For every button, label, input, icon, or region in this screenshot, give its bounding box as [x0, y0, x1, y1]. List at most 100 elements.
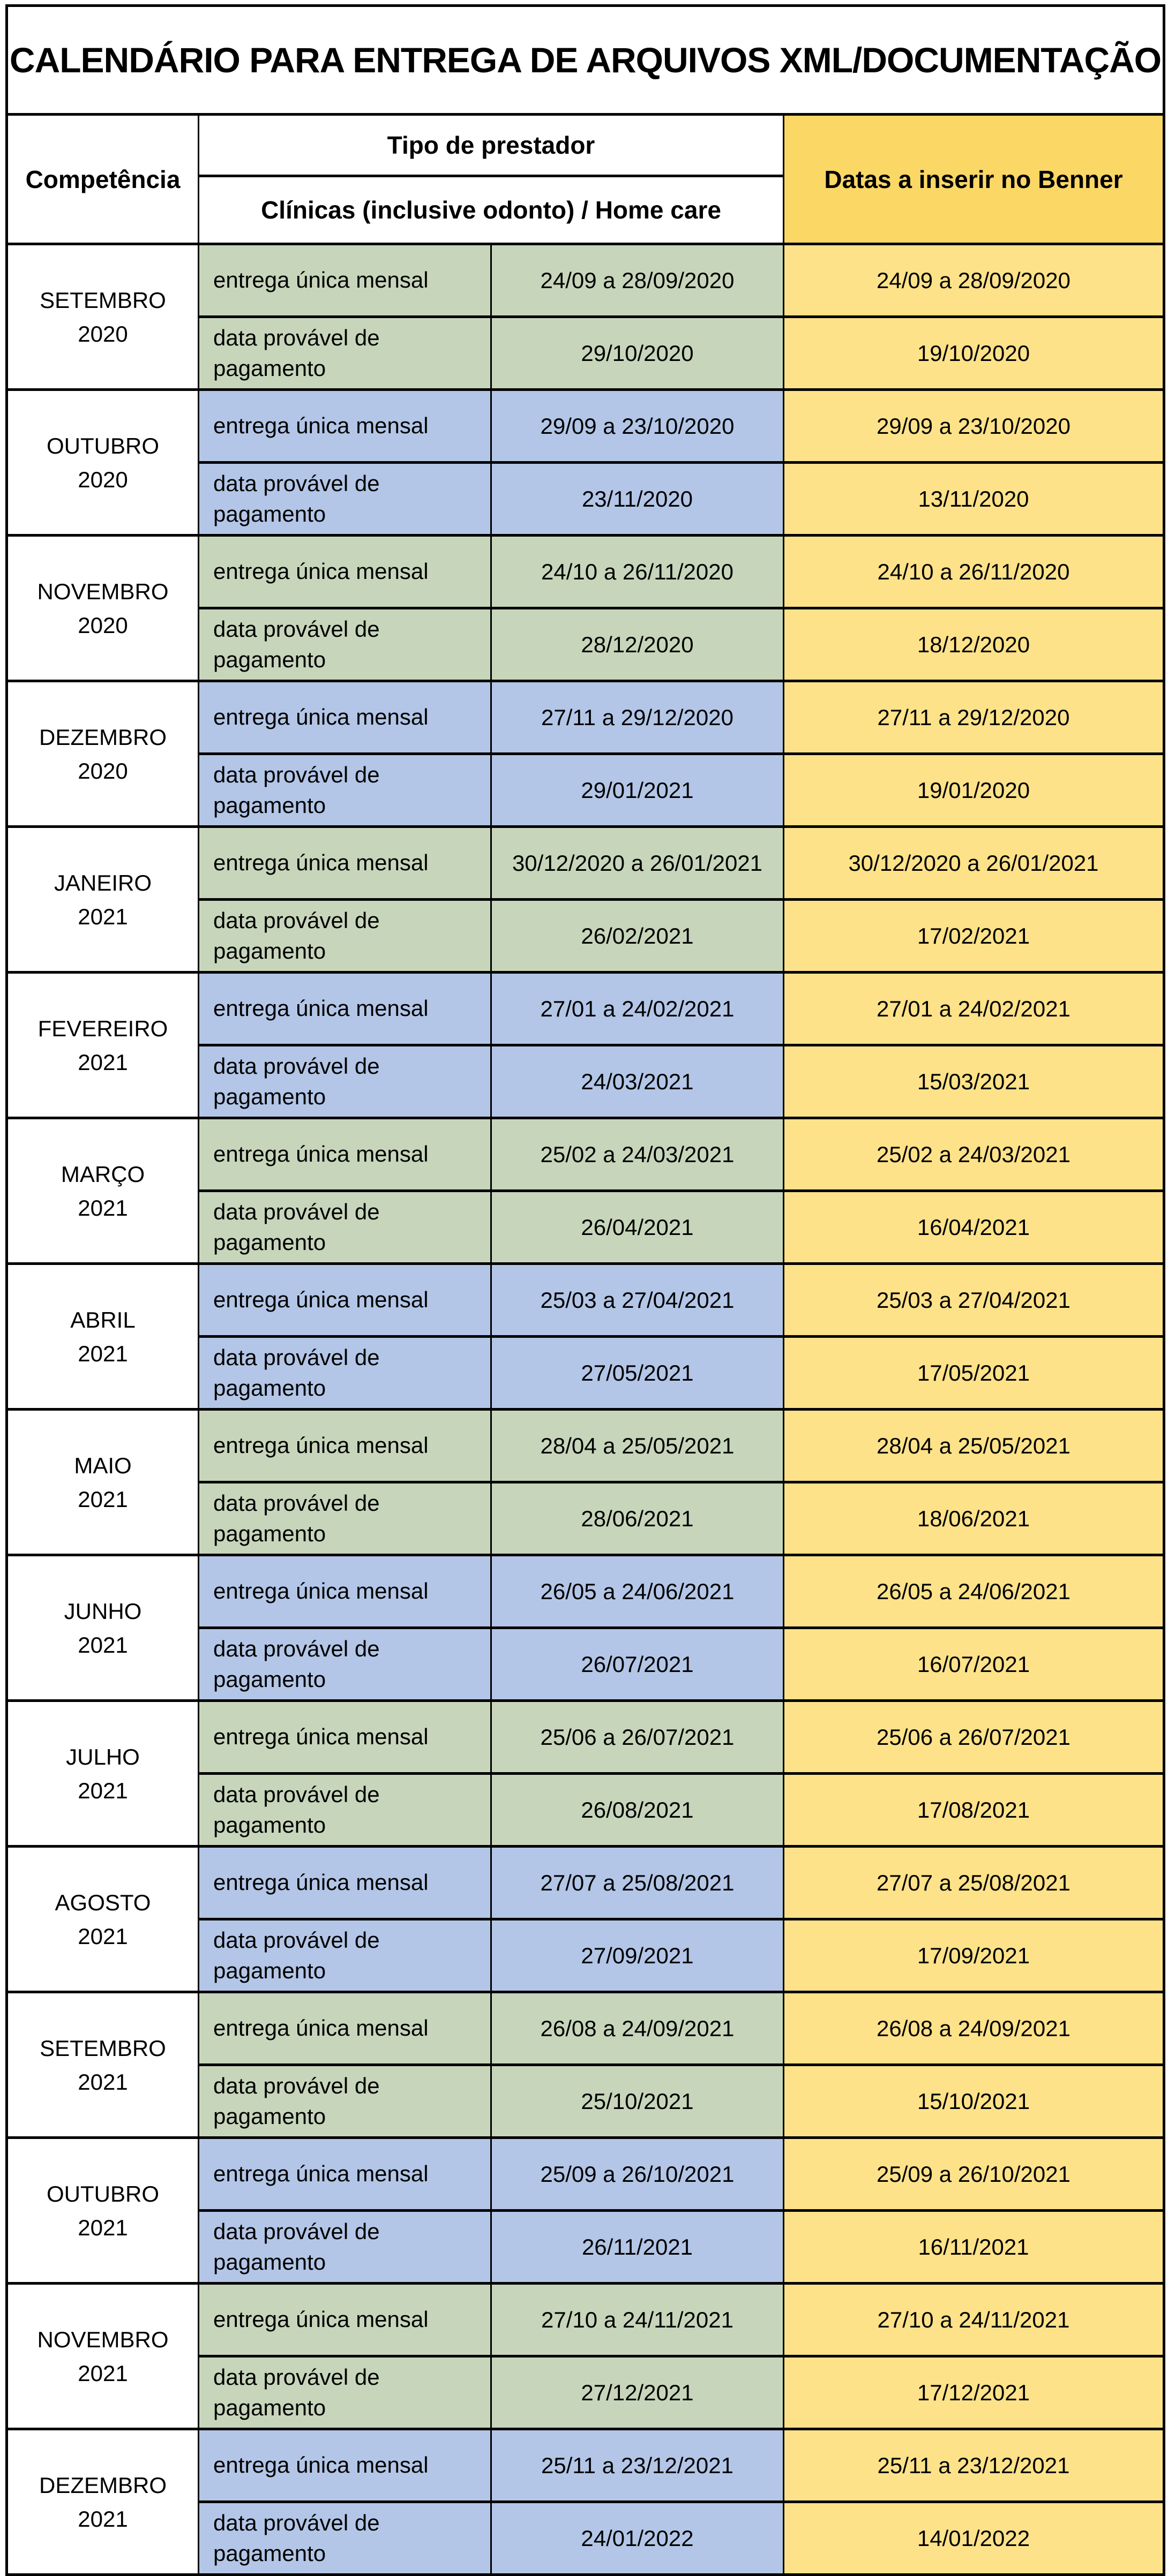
- payment-date-cell: 26/02/2021: [490, 898, 784, 974]
- header-row-1: Competência Tipo de prestador Datas a in…: [6, 113, 1165, 245]
- page-title: CALENDÁRIO PARA ENTREGA DE ARQUIVOS XML/…: [6, 4, 1165, 116]
- row-label-entrega: entrega única mensal: [198, 825, 492, 901]
- month-name: AGOSTO: [55, 1889, 151, 1915]
- benner-payment-date-cell: 15/10/2021: [783, 2063, 1165, 2139]
- row-label-entrega: entrega única mensal: [198, 1845, 492, 1920]
- month-name: OUTUBRO: [47, 433, 159, 458]
- delivery-period-cell: 26/05 a 24/06/2021: [490, 1554, 784, 1629]
- row-label-entrega: entrega única mensal: [198, 1117, 492, 1192]
- month-year: 2021: [78, 1777, 128, 1803]
- benner-delivery-period-cell: 25/09 a 26/10/2021: [783, 2136, 1165, 2212]
- month-year: 2021: [78, 903, 128, 929]
- row-label-entrega: entrega única mensal: [198, 1991, 492, 2066]
- benner-delivery-period-cell: 25/03 a 27/04/2021: [783, 1262, 1165, 1338]
- month-cell: JANEIRO 2021: [6, 825, 199, 974]
- payment-date-cell: 26/04/2021: [490, 1189, 784, 1265]
- benner-payment-date-cell: 17/08/2021: [783, 1772, 1165, 1848]
- benner-delivery-period-cell: 25/06 a 26/07/2021: [783, 1699, 1165, 1775]
- benner-payment-date-cell: 19/10/2020: [783, 315, 1165, 391]
- month-year: 2021: [78, 2069, 128, 2095]
- payment-date-cell: 27/09/2021: [490, 1918, 784, 1993]
- row-label-pagamento: data provável de pagamento: [198, 1626, 492, 1702]
- delivery-period-cell: 28/04 a 25/05/2021: [490, 1408, 784, 1483]
- month-name: MAIO: [74, 1452, 132, 1478]
- title-row: CALENDÁRIO PARA ENTREGA DE ARQUIVOS XML/…: [6, 4, 1165, 116]
- month-year: 2020: [78, 321, 128, 347]
- row-label-entrega: entrega única mensal: [198, 971, 492, 1046]
- benner-payment-date-cell: 15/03/2021: [783, 1044, 1165, 1119]
- month-year: 2021: [78, 2506, 128, 2532]
- month-entrega-row: JULHO 2021 entrega única mensal 25/06 a 26/…: [6, 1699, 1165, 1848]
- row-label-entrega: entrega única mensal: [198, 2282, 492, 2357]
- month-name: JULHO: [66, 1744, 140, 1769]
- header-tipo-de-prestador: Tipo de prestador: [198, 113, 784, 177]
- delivery-period-cell: 25/03 a 27/04/2021: [490, 1262, 784, 1338]
- row-label-entrega: entrega única mensal: [198, 1699, 492, 1775]
- benner-delivery-period-cell: 30/12/2020 a 26/01/2021: [783, 825, 1165, 901]
- month-name: NOVEMBRO: [37, 2326, 169, 2352]
- payment-date-cell: 29/10/2020: [490, 315, 784, 391]
- row-label-pagamento: data provável de pagamento: [198, 1481, 492, 1556]
- benner-payment-date-cell: 18/06/2021: [783, 1481, 1165, 1556]
- month-name: JANEIRO: [54, 870, 152, 895]
- delivery-period-cell: 27/01 a 24/02/2021: [490, 971, 784, 1046]
- row-label-pagamento: data provável de pagamento: [198, 1044, 492, 1119]
- month-year: 2021: [78, 1923, 128, 1949]
- row-label-entrega: entrega única mensal: [198, 243, 492, 318]
- benner-payment-date-cell: 16/07/2021: [783, 1626, 1165, 1702]
- payment-date-cell: 23/11/2020: [490, 461, 784, 537]
- month-name: DEZEMBRO: [39, 724, 167, 750]
- benner-delivery-period-cell: 25/11 a 23/12/2021: [783, 2428, 1165, 2503]
- month-name: JUNHO: [64, 1598, 142, 1624]
- month-cell: AGOSTO 2021: [6, 1845, 199, 1993]
- delivery-period-cell: 27/10 a 24/11/2021: [490, 2282, 784, 2357]
- row-label-entrega: entrega única mensal: [198, 388, 492, 464]
- month-name: NOVEMBRO: [37, 578, 169, 604]
- header-datas-benner: Datas a inserir no Benner: [783, 113, 1165, 245]
- row-label-pagamento: data provável de pagamento: [198, 898, 492, 974]
- benner-delivery-period-cell: 27/07 a 25/08/2021: [783, 1845, 1165, 1920]
- benner-delivery-period-cell: 25/02 a 24/03/2021: [783, 1117, 1165, 1192]
- benner-payment-date-cell: 17/02/2021: [783, 898, 1165, 974]
- payment-date-cell: 28/06/2021: [490, 1481, 784, 1556]
- benner-delivery-period-cell: 26/08 a 24/09/2021: [783, 1991, 1165, 2066]
- benner-delivery-period-cell: 27/10 a 24/11/2021: [783, 2282, 1165, 2357]
- row-label-pagamento: data provável de pagamento: [198, 315, 492, 391]
- delivery-period-cell: 24/10 a 26/11/2020: [490, 534, 784, 609]
- benner-delivery-period-cell: 27/11 a 29/12/2020: [783, 680, 1165, 755]
- row-label-entrega: entrega única mensal: [198, 534, 492, 609]
- benner-payment-date-cell: 16/04/2021: [783, 1189, 1165, 1265]
- benner-payment-date-cell: 17/09/2021: [783, 1918, 1165, 1993]
- row-label-pagamento: data provável de pagamento: [198, 2500, 492, 2576]
- row-label-pagamento: data provável de pagamento: [198, 607, 492, 682]
- month-year: 2021: [78, 1340, 128, 1366]
- benner-payment-date-cell: 18/12/2020: [783, 607, 1165, 682]
- delivery-period-cell: 29/09 a 23/10/2020: [490, 388, 784, 464]
- benner-payment-date-cell: 14/01/2022: [783, 2500, 1165, 2576]
- delivery-period-cell: 25/02 a 24/03/2021: [490, 1117, 784, 1192]
- payment-date-cell: 27/05/2021: [490, 1335, 784, 1411]
